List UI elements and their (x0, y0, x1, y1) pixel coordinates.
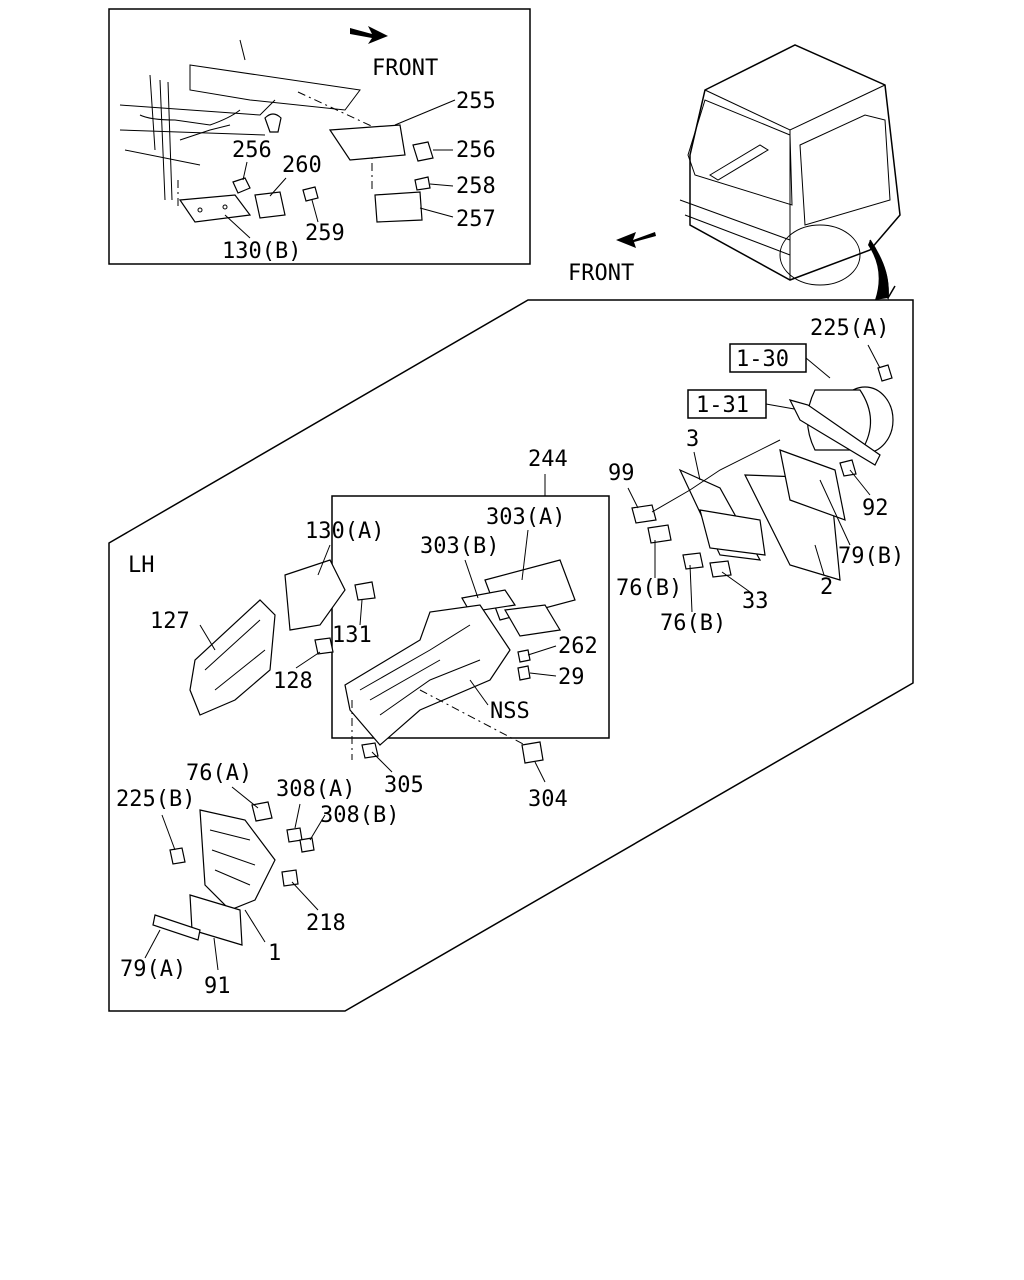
ref-box-1-30 (729, 343, 831, 379)
inset-panel (108, 8, 531, 265)
label-nss: NSS (490, 699, 530, 724)
ref-label-1-31: 1-31 (696, 393, 749, 418)
label-2: 2 (820, 575, 833, 600)
label-308b: 308(B) (320, 803, 399, 828)
label-130b: 130(B) (222, 239, 301, 264)
label-76b-upper: 76(B) (616, 576, 682, 601)
main-front-label: FRONT (568, 261, 634, 286)
label-130a: 130(A) (305, 519, 384, 544)
label-259: 259 (305, 221, 345, 246)
label-257: 257 (456, 207, 496, 232)
label-303a: 303(A) (486, 505, 565, 530)
right-mudguard-group (631, 364, 894, 581)
label-91: 91 (204, 974, 231, 999)
label-131: 131 (332, 623, 372, 648)
main-panel-outline (108, 299, 914, 1012)
label-127: 127 (150, 609, 190, 634)
label-225a: 225(A) (810, 316, 889, 341)
label-79b: 79(B) (838, 544, 904, 569)
label-3: 3 (686, 427, 699, 452)
label-1: 1 (268, 941, 281, 966)
label-76a: 76(A) (186, 761, 252, 786)
label-244: 244 (528, 447, 568, 472)
lower-left-mudguard-group (152, 801, 315, 946)
label-304: 304 (528, 787, 568, 812)
main-front-arrow (616, 232, 656, 248)
label-79a: 79(A) (120, 957, 186, 982)
label-255: 255 (456, 89, 496, 114)
side-label-lh: LH (128, 553, 155, 578)
label-262: 262 (558, 634, 598, 659)
label-305: 305 (384, 773, 424, 798)
assembly-244-box (331, 495, 610, 739)
label-218: 218 (306, 911, 346, 936)
left-bracket-group (189, 559, 376, 716)
label-33: 33 (742, 589, 769, 614)
leader-lines (144, 99, 881, 971)
label-76b-lower: 76(B) (660, 611, 726, 636)
ref-label-1-30: 1-30 (736, 347, 789, 372)
label-256-right: 256 (456, 138, 496, 163)
truck-cab-illustration (679, 44, 901, 300)
label-303b: 303(B) (420, 534, 499, 559)
label-29: 29 (558, 665, 585, 690)
label-99: 99 (608, 461, 635, 486)
label-260: 260 (282, 153, 322, 178)
inset-front-label: FRONT (372, 56, 438, 81)
assembly-244-parts (344, 559, 576, 764)
label-256-left: 256 (232, 138, 272, 163)
label-92: 92 (862, 496, 889, 521)
label-258: 258 (456, 174, 496, 199)
inset-front-arrow (350, 26, 388, 44)
label-225b: 225(B) (116, 787, 195, 812)
label-128: 128 (273, 669, 313, 694)
label-308a: 308(A) (276, 777, 355, 802)
